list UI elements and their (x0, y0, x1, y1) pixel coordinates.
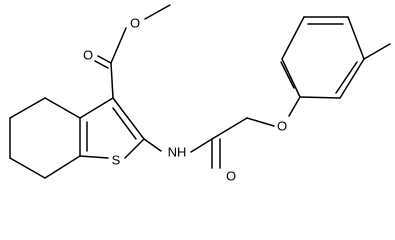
bond-ar1-ar2-inner (280, 61, 295, 89)
bond-ar4-ar5 (347, 16, 365, 60)
bond-ar5-methyl (363, 43, 391, 60)
atom-labels: O O S NH O O (83, 16, 287, 184)
bond-c6-c7 (9, 157, 46, 179)
bond-c3-c3a (79, 97, 114, 119)
bond-carbonyl-c3 (110, 62, 114, 99)
atom-amide-o: O (226, 169, 236, 184)
bond-methyl-o (144, 4, 171, 20)
bond-ar5-ar6 (339, 58, 365, 99)
atom-amide-n: NH (168, 145, 187, 160)
bond-s-c7a (79, 155, 109, 159)
atom-ester-carbonyl-o: O (83, 48, 93, 63)
bond-ar1-ar2 (281, 58, 301, 98)
bonds (9, 4, 391, 179)
bond-ether-o-aryl (288, 96, 301, 117)
bond-carbonyl-double-b (94, 60, 109, 69)
atom-ring-s: S (112, 153, 121, 168)
atom-ether-o: O (277, 119, 287, 134)
bond-ar2-ar3 (281, 16, 305, 60)
molecule-structure: O O S NH O O (9, 4, 391, 184)
bond-c3-c2 (112, 97, 145, 140)
bond-o-carbonyl-c (110, 27, 127, 64)
bond-c7-c7a (44, 155, 81, 179)
bond-ar6-ar1 (299, 96, 341, 99)
bond-n-amide-c (190, 138, 213, 153)
bond-c4-c5 (9, 97, 46, 119)
bond-c2-s (124, 138, 145, 159)
bond-c3a-c4 (44, 97, 81, 119)
structure-canvas: O O S NH O O (9, 4, 391, 184)
bond-carbonyl-double-a (97, 55, 112, 64)
bond-amide-c-ch2 (211, 117, 248, 140)
atom-ester-ether-o: O (130, 16, 140, 31)
bond-ar5-ar6-inner (335, 61, 358, 94)
bond-ch2-ether-o (246, 117, 275, 127)
bond-c2-n (143, 138, 162, 152)
bond-c3-c2-inner (112, 107, 137, 140)
